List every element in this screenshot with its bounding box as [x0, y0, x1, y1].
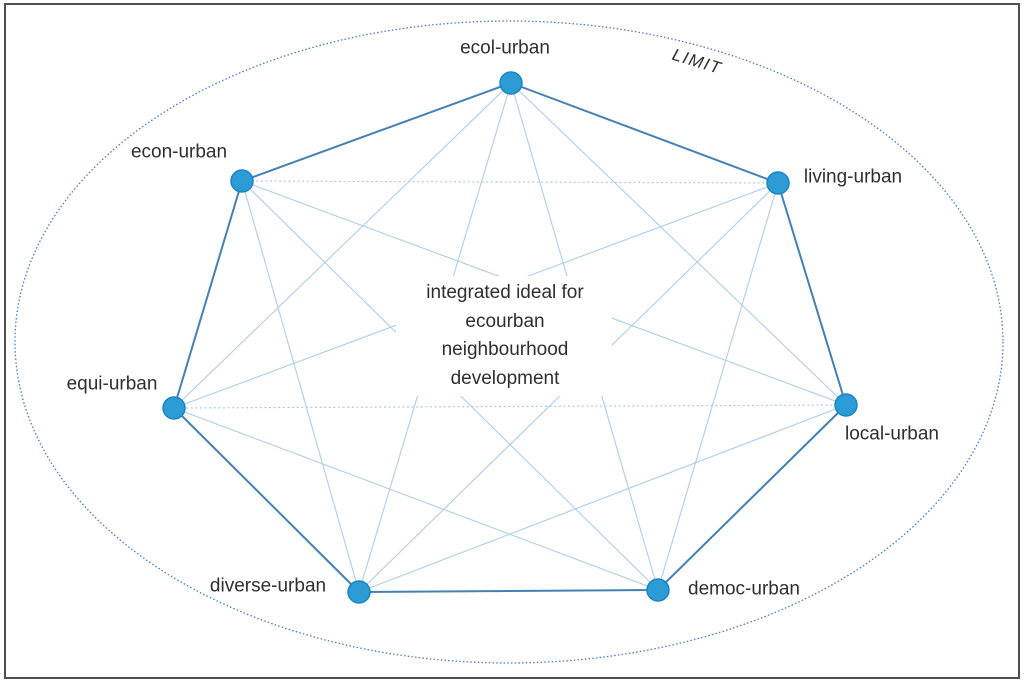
node-label-econ-urban: econ-urban [130, 141, 228, 163]
center-goal-text: integrated ideal for ecourban neighbourh… [426, 282, 584, 389]
node-democ-urban [646, 578, 670, 602]
node-label-local-urban: local-urban [845, 423, 939, 445]
node-local-urban [834, 393, 858, 417]
node-econ-urban [230, 169, 254, 193]
node-label-living-urban: living-urban [803, 166, 903, 188]
node-living-urban [766, 171, 790, 195]
node-equi-urban [162, 396, 186, 420]
limit-boundary-ellipse [14, 20, 1004, 664]
node-label-ecol-urban: ecol-urban [460, 37, 550, 59]
node-label-diverse-urban: diverse-urban [209, 575, 327, 597]
nodes-group [162, 71, 858, 604]
node-diverse-urban [347, 580, 371, 604]
node-ecol-urban [499, 71, 523, 95]
perimeter-edges [173, 82, 847, 593]
center-text-backdrop [396, 276, 612, 396]
node-label-equi-urban: equi-urban [66, 373, 158, 395]
node-label-democ-urban: democ-urban [688, 578, 800, 600]
